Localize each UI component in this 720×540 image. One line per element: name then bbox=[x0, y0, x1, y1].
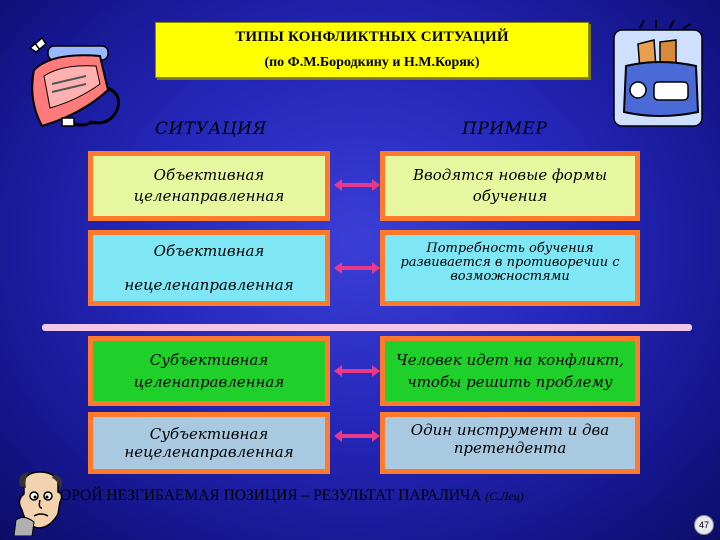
situation-text-3: Субъективная целенаправленная bbox=[133, 351, 285, 391]
bottom-quote: ОРОЙ НЕЗГИБАЕМАЯ ПОЗИЦИЯ – РЕЗУЛЬТАТ ПАР… bbox=[60, 487, 524, 505]
quote-text: ОРОЙ НЕЗГИБАЕМАЯ ПОЗИЦИЯ – РЕЗУЛЬТАТ ПАР… bbox=[60, 487, 482, 504]
double-arrow-icon bbox=[334, 365, 380, 377]
double-arrow-icon bbox=[334, 179, 380, 191]
iron-clipart bbox=[28, 36, 121, 128]
toaster-clipart bbox=[613, 20, 703, 127]
title-line2: (по Ф.М.Бородкину и Н.М.Коряк) bbox=[264, 55, 480, 70]
situation-text-2: Объективная нецеленаправленная bbox=[124, 242, 294, 294]
double-arrow-icon bbox=[334, 262, 380, 274]
double-arrow-icon bbox=[334, 430, 380, 442]
situation-cell-2: Объективная нецеленаправленная bbox=[88, 230, 330, 306]
example-cell-1: Вводятся новые формы обучения bbox=[380, 151, 640, 221]
example-text-3: Человек идет на конфликт, чтобы решить п… bbox=[396, 351, 624, 391]
example-text-2: Потребность обучения развивается в проти… bbox=[400, 241, 620, 284]
example-cell-2: Потребность обучения развивается в проти… bbox=[380, 230, 640, 306]
situation-cell-3: Субъективная целенаправленная bbox=[88, 336, 330, 406]
situation-text-4: Субъективная нецеленаправленная bbox=[124, 425, 294, 461]
example-cell-4: Один инструмент и два претендента bbox=[380, 412, 640, 474]
thinking-man-clipart bbox=[14, 471, 63, 536]
example-text-1: Вводятся новые формы обучения bbox=[412, 166, 608, 205]
situation-cell-4: Субъективная нецеленаправленная bbox=[88, 412, 330, 474]
column-header-example: ПРИМЕР bbox=[462, 119, 548, 139]
column-header-situation: СИТУАЦИЯ bbox=[155, 119, 267, 139]
section-divider bbox=[42, 324, 692, 331]
page-number: 47 bbox=[694, 515, 714, 535]
example-text-4: Один инструмент и два претендента bbox=[410, 421, 610, 457]
quote-author: (С.Лец) bbox=[485, 489, 524, 503]
example-cell-3: Человек идет на конфликт, чтобы решить п… bbox=[380, 336, 640, 406]
situation-cell-1: Объективная целенаправленная bbox=[88, 151, 330, 221]
title-box: ТИПЫ КОНФЛИКТНЫХ СИТУАЦИЙ (по Ф.М.Бородк… bbox=[155, 22, 589, 78]
situation-text-1: Объективная целенаправленная bbox=[133, 166, 285, 205]
title-line1: ТИПЫ КОНФЛИКТНЫХ СИТУАЦИЙ bbox=[235, 29, 509, 45]
